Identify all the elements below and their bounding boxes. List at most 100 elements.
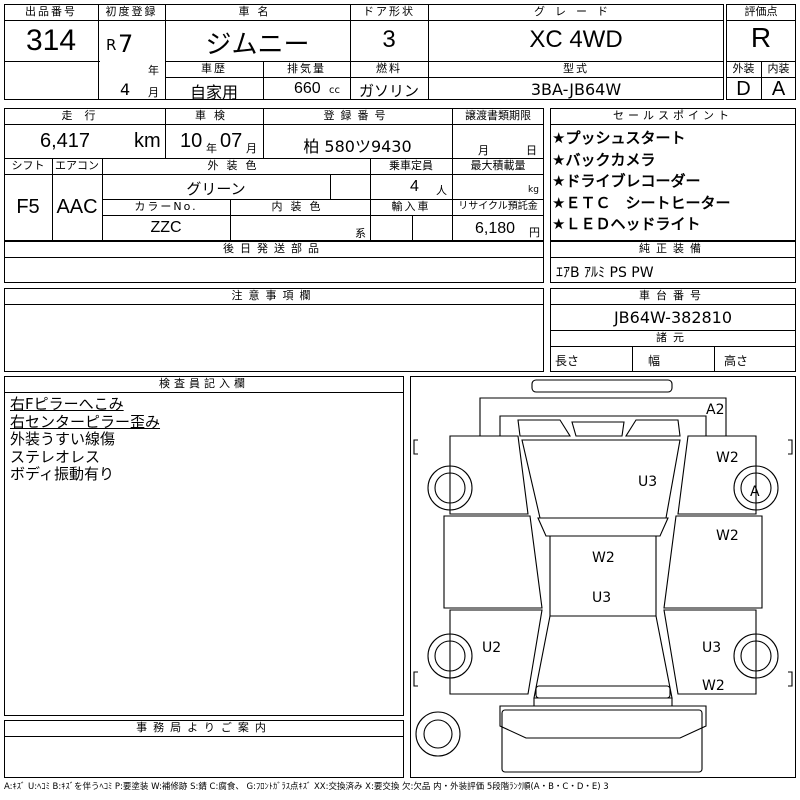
damage-mark: A: [750, 484, 760, 500]
damage-mark: U2: [482, 640, 501, 656]
notes-label: 注意事項欄: [231, 289, 317, 302]
displacement-unit: cc: [329, 85, 340, 96]
model-code: 3BA-JB64W: [530, 80, 622, 99]
capacity-label: 乗車定員: [389, 159, 433, 172]
sales-point: ★バックカメラ: [552, 150, 656, 169]
registration-era: R: [106, 36, 117, 54]
grade: XC 4WD: [529, 26, 623, 53]
model-label: 型式: [563, 62, 589, 75]
inspection-year: 10: [180, 130, 203, 152]
transfer-day-unit: 日: [526, 144, 537, 157]
registration-year-unit: 年: [148, 64, 159, 77]
overall-score: R: [750, 22, 772, 53]
later-parts-section: [4, 241, 544, 283]
shift: F5: [16, 196, 40, 218]
car-name-label: 車名: [238, 5, 277, 18]
fuel: ガソリン: [358, 82, 419, 100]
door-type-label: ドア形状: [363, 5, 415, 18]
first-registration-label: 初度登録: [105, 5, 158, 18]
recycle-fee: 6,180: [475, 220, 516, 237]
lot-number: 314: [25, 24, 77, 57]
max-load-label: 最大積載量: [470, 159, 526, 172]
dimensions-label: 諸元: [656, 331, 690, 344]
damage-mark: W2: [702, 678, 725, 694]
transfer-month-unit: 月: [478, 144, 489, 157]
inspection-month-unit: 月: [246, 142, 257, 155]
exterior-color: グリーン: [186, 180, 246, 198]
sales-point: ★ＥＴＣ シートヒーター: [552, 193, 731, 212]
aircon-label: エアコン: [55, 159, 99, 172]
color-number-label: カラーNo.: [134, 200, 198, 213]
damage-mark: U3: [702, 640, 721, 656]
equipment-label: 純正装備: [639, 242, 707, 255]
sales-points-section: [550, 108, 796, 241]
interior-label: 内装: [767, 62, 790, 75]
sales-points-label: セールスポイント: [613, 109, 733, 122]
inspection-month: 07: [220, 130, 243, 152]
recycle-fee-unit: 円: [529, 226, 540, 239]
exterior-color-label: 外装色: [207, 159, 265, 172]
history-label: 車歴: [201, 62, 227, 75]
inspector-section: [4, 376, 404, 716]
shift-label: シフト: [11, 159, 45, 172]
sales-point-list: ★プッシュスタート ★バックカメラ ★ドライブレコーダー ★ＥＴＣ シートヒータ…: [552, 128, 730, 236]
notes-section: [4, 288, 544, 372]
registration-month-unit: 月: [148, 86, 159, 99]
lot-number-label: 出品番号: [25, 5, 77, 18]
sales-point: ★ＬＥＤヘッドライト: [552, 215, 701, 233]
plate-label: 登録番号: [323, 109, 392, 122]
vehicle-history: 自家用: [189, 83, 238, 102]
inspector-notes-label: 検査員記入欄: [159, 377, 249, 390]
registration-month: 4: [120, 80, 131, 99]
vehicle-diagram-frame: [410, 376, 796, 778]
inspector-note: 右センターピラー歪み: [10, 412, 161, 431]
later-parts-label: 後日発送部品: [223, 242, 325, 255]
header-section: [4, 4, 724, 100]
sales-point: ★ドライブレコーダー: [552, 172, 701, 190]
interior-color-label: 内装色: [271, 200, 329, 213]
damage-mark: W2: [592, 550, 615, 566]
score-label: 評価点: [744, 5, 778, 18]
transfer-deadline-label: 譲渡書類期限: [465, 109, 531, 122]
damage-mark: W2: [716, 450, 739, 466]
inspector-note: ボディ振動有り: [10, 465, 114, 483]
damage-mark: W2: [716, 528, 739, 544]
height-label: 高さ: [724, 354, 749, 368]
registration-year: 7: [118, 30, 134, 58]
fuel-label: 燃料: [376, 62, 402, 75]
door-type: 3: [382, 26, 396, 53]
mileage: 6,417: [40, 130, 91, 152]
length-label: 長さ: [555, 354, 580, 368]
interior-color-unit: 系: [355, 227, 366, 240]
capacity-unit: 人: [436, 184, 447, 197]
mileage-label: 走行: [61, 109, 108, 122]
color-number: ZZC: [150, 219, 182, 236]
inspector-notes: 右Fピラーへこみ 右センターピラー歪み 外装うすい線傷 ステレオレス ボディ振動…: [10, 395, 161, 484]
office-guidance-label: 事務局よりご案内: [136, 721, 272, 734]
grade-label: グレード: [534, 5, 618, 18]
equipment-section: [550, 241, 796, 283]
width-label: 幅: [648, 354, 661, 368]
interior-grade: A: [771, 78, 786, 100]
inspection-label: 車検: [195, 109, 233, 122]
max-load-unit: kg: [528, 185, 539, 195]
damage-mark: A2: [706, 402, 724, 418]
inspector-note: 外装うすい線傷: [10, 430, 116, 448]
displacement: 660: [294, 80, 321, 97]
import-label: 輸入車: [391, 200, 431, 213]
mileage-unit: km: [134, 130, 161, 152]
chassis-number: JB64W-382810: [613, 308, 733, 327]
damage-mark: U3: [638, 474, 657, 490]
sales-point: ★プッシュスタート: [552, 129, 686, 147]
vehicle-diagram: A2 W2 U3 A W2 W2 U3 U2 U3 W2: [413, 379, 793, 773]
capacity: 4: [410, 178, 419, 195]
exterior-grade: D: [736, 78, 751, 100]
equipment-list: ｴｱB ｱﾙﾐ PS PW: [556, 265, 654, 281]
plate-number: 柏 580ツ9430: [303, 137, 412, 156]
office-section: [4, 720, 404, 778]
aircon: AAC: [56, 196, 98, 218]
damage-legend: A:ｷｽﾞ U:ﾍｺﾐ B:ｷｽﾞを伴うﾍｺﾐ P:要塗装 W:補修跡 S:錆 …: [4, 782, 609, 792]
inspection-year-unit: 年: [206, 142, 217, 155]
displacement-label: 排気量: [287, 62, 326, 75]
chassis-number-label: 車台番号: [639, 289, 707, 302]
